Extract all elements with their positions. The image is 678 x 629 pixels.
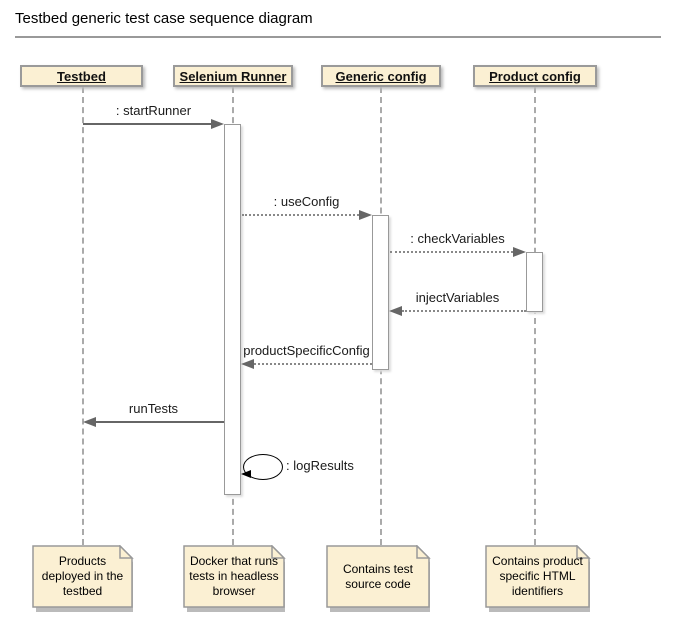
note-product-config: Contains product specific HTML identifie… [485, 545, 591, 612]
arrowhead-left-icon [241, 470, 251, 478]
message-label-useconfig: : useConfig [273, 194, 340, 209]
note-selenium-runner-text: Docker that runs tests in headless brows… [189, 554, 279, 598]
participant-selenium-runner-label: Selenium Runner [179, 68, 287, 84]
participant-generic-config-label: Generic config [335, 68, 427, 84]
message-line-productspecificconfig [254, 363, 372, 365]
message-label-startrunner: : startRunner [115, 103, 192, 118]
participant-product-config: Product config [473, 65, 597, 87]
arrowhead-left-icon [83, 417, 96, 427]
activation-generic-config [372, 215, 389, 370]
arrowhead-right-icon [211, 119, 224, 129]
note-selenium-runner: Docker that runs tests in headless brows… [183, 545, 286, 612]
arrowhead-left-icon [241, 359, 254, 369]
message-line-startrunner [83, 123, 211, 125]
participant-testbed: Testbed [20, 65, 143, 87]
message-label-checkvariables: : checkVariables [410, 231, 505, 246]
arrowhead-right-icon [513, 247, 526, 257]
note-shape-icon [326, 545, 431, 612]
message-line-checkvariables [390, 251, 513, 253]
message-label-logresults: : logResults [286, 458, 354, 473]
note-shape-icon [183, 545, 286, 612]
note-generic-config-text: Contains test source code [342, 561, 414, 591]
message-line-runtests [96, 421, 224, 423]
note-shape-icon [32, 545, 134, 612]
note-shape-icon [485, 545, 591, 612]
note-testbed-text: Products deployed in the testbed [41, 554, 124, 598]
participant-generic-config: Generic config [321, 65, 441, 87]
activation-product-config [526, 252, 543, 312]
message-label-runtests: runTests [128, 401, 179, 416]
note-generic-config: Contains test source code [326, 545, 431, 612]
note-product-config-text: Contains product specific HTML identifie… [492, 554, 583, 598]
participant-testbed-label: Testbed [57, 68, 106, 84]
message-line-injectvariables [402, 310, 526, 312]
message-line-useconfig [242, 214, 359, 216]
message-label-injectvariables: injectVariables [415, 290, 500, 305]
diagram-title: Testbed generic test case sequence diagr… [15, 10, 313, 27]
title-underline [15, 36, 661, 38]
message-label-productspecificconfig: productSpecificConfig [243, 343, 370, 358]
arrowhead-left-icon [389, 306, 402, 316]
self-message-loop-icon [243, 454, 283, 480]
participant-selenium-runner: Selenium Runner [173, 65, 293, 87]
lifeline-testbed [82, 87, 84, 545]
participant-product-config-label: Product config [489, 68, 581, 84]
arrowhead-right-icon [359, 210, 372, 220]
lifeline-product-config [534, 87, 536, 545]
note-testbed: Products deployed in the testbed [32, 545, 134, 612]
activation-selenium-runner [224, 124, 241, 495]
